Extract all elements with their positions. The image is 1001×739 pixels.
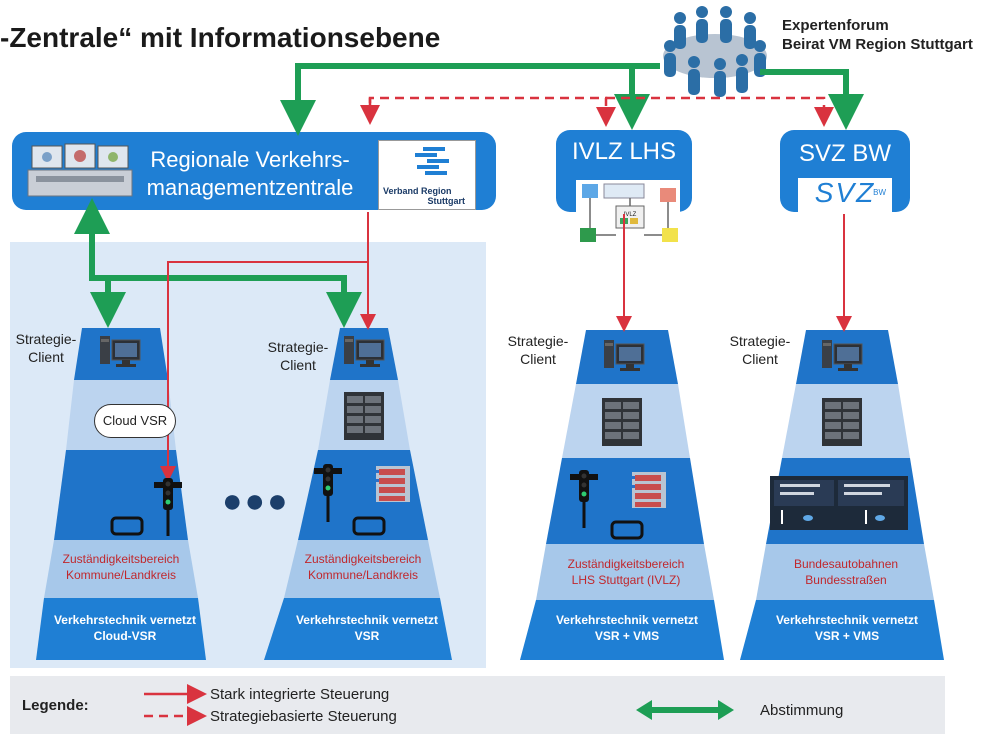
tech-label-2: Verkehrstechnik vernetzt VSR [282,612,452,644]
strategy-client-1-line2: Client [28,349,64,365]
strategy-client-3-line2: Client [520,351,556,367]
tech-1-line1: Verkehrstechnik vernetzt [53,613,197,627]
strategy-client-4-line2: Client [742,351,778,367]
highway-sign-icon [770,476,908,530]
legend [10,676,945,734]
zone-4-line1: Bundesautobahnen [793,557,899,571]
induction-loop-icon [110,516,144,536]
rvmz-title: Regionale Verkehrs- managementzentrale [140,146,360,202]
strategy-client-label-3: Strategie- Client [500,332,576,368]
rvmz-title-line2: managementzentrale [146,175,354,200]
vrs-logo-line1: Verband Region [383,186,452,196]
workstation-icon [603,339,645,372]
zone-label-3: Zuständigkeitsbereich LHS Stuttgart (IVL… [556,556,696,588]
zone-1-line1: Zuständigkeitsbereich [62,552,180,566]
zone-label-1: Zuständigkeitsbereich Kommune/Landkreis [54,551,188,583]
vrs-logo-icon [415,147,449,175]
vrs-logo: Verband Region Stuttgart [378,140,476,210]
ivlz-title: IVLZ LHS [571,138,677,165]
svz-logo-text: SVZ [814,177,876,208]
tech-2-line2: VSR [354,629,380,643]
traffic-light-icon [154,478,182,536]
tech-4-line2: VSR + VMS [814,629,880,643]
sync-lines [89,63,864,328]
zone-label-4: Bundesautobahnen Bundesstraßen [776,556,916,588]
zone-2-line1: Zuständigkeitsbereich [304,552,422,566]
workstation-icon [343,335,385,368]
traffic-light-icon [570,470,598,528]
server-icon [822,398,862,446]
strategy-client-1-line1: Strategie- [15,331,77,347]
ivlz-logo-text: IVLZ [624,212,637,218]
tech-1-line2: Cloud-VSR [93,629,157,643]
tech-label-4: Verkehrstechnik vernetzt VSR + VMS [752,612,942,644]
expertenforum-subtitle: Beirat VM Region Stuttgart [782,36,973,53]
tech-3-line1: Verkehrstechnik vernetzt [555,613,699,627]
legend-dashed-label: Strategiebasierte Steuerung [210,708,397,725]
expertenforum-label: Expertenforum Beirat VM Region Stuttgart [782,16,973,54]
workstation-icon [821,339,863,372]
vrs-logo-line2: Stuttgart [427,196,466,206]
tech-2-line1: Verkehrstechnik vernetzt [295,613,439,627]
traffic-light-icon [314,464,342,522]
zone-3-line1: Zuständigkeitsbereich [567,557,685,571]
page-title: -Zentrale“ mit Informationsebene [0,22,441,53]
vms-sign-icon [632,472,666,508]
legend-solid-label: Stark integrierte Steuerung [210,686,390,703]
more-ellipsis: ●●● [222,482,290,520]
server-icon [344,392,384,440]
zone-1-line2: Kommune/Landkreis [65,568,177,582]
workstation-icon [99,335,141,368]
server-icon [602,398,642,446]
legend-arrows-icon [144,684,207,726]
tech-3-line2: VSR + VMS [594,629,660,643]
vms-sign-icon [376,466,410,502]
svz-logo: SVZ BW [798,178,892,212]
strategy-client-3-line1: Strategie- [507,333,569,349]
strategy-client-2-line1: Strategie- [267,339,329,355]
zone-3-line2: LHS Stuttgart (IVLZ) [571,573,681,587]
ivlz-network-icon: IVLZ [576,180,680,248]
tech-label-1: Verkehrstechnik vernetzt Cloud-VSR [44,612,206,644]
induction-loop-icon [352,516,386,536]
zone-label-2: Zuständigkeitsbereich Kommune/Landkreis [296,551,430,583]
strategy-client-label-1: Strategie- Client [12,330,80,366]
legend-sync-arrow-icon [636,700,734,720]
expertenforum-title: Expertenforum [782,17,889,34]
strategy-client-label-2: Strategie- Client [264,338,332,374]
zone-2-line2: Kommune/Landkreis [307,568,419,582]
tech-label-3: Verkehrstechnik vernetzt VSR + VMS [532,612,722,644]
legend-title: Legende: [22,697,89,714]
tech-4-line1: Verkehrstechnik vernetzt [775,613,919,627]
zone-4-line2: Bundesstraßen [805,573,887,587]
svz-logo-sub: BW [873,188,886,197]
strategic-lines [360,96,834,127]
strategy-client-2-line2: Client [280,357,316,373]
svz-title: SVZ BW [798,140,891,167]
legend-sync-label: Abstimmung [760,702,844,719]
cloud-vsr-label: Cloud VSR [94,404,176,438]
strategy-client-label-4: Strategie- Client [722,332,798,368]
control-room-icon [27,143,133,197]
strategy-client-4-line1: Strategie- [729,333,791,349]
rvmz-title-line1: Regionale Verkehrs- [150,147,350,172]
induction-loop-icon [610,520,644,540]
